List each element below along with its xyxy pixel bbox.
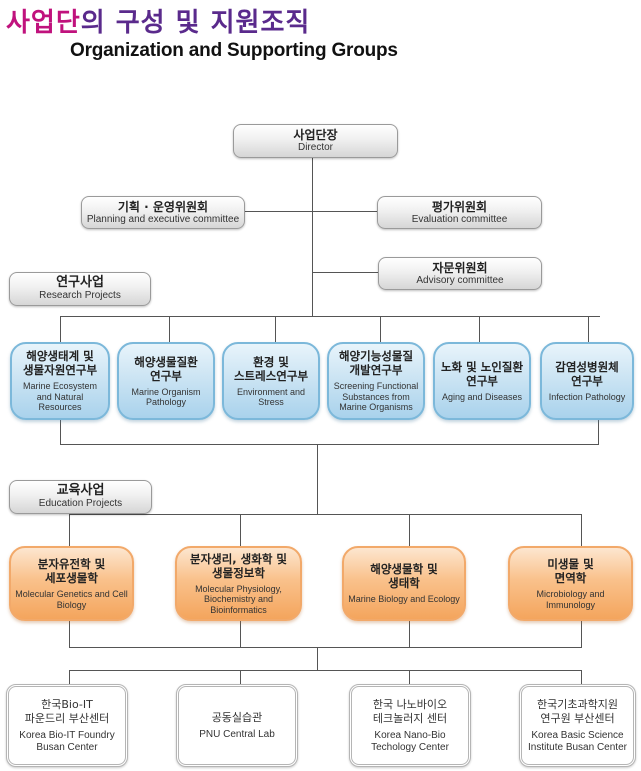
support-unit-label-en: Korea Nano-Bio Techology Center [371, 729, 449, 753]
connector-research-rise-6 [598, 420, 599, 444]
evaluation-committee-box[interactable]: 평가위원회 Evaluation committee [377, 196, 542, 229]
connector-education-drop-4 [581, 514, 582, 546]
connector-education-drop-2 [240, 514, 241, 546]
education-header-label-ko: 교육사업 [56, 483, 105, 498]
connector-research-bar [60, 316, 600, 317]
title-rest: 의 구성 및 지원조직 [80, 8, 311, 38]
connector-education-rise-2 [240, 620, 241, 647]
research-unit-label-en: Aging and Diseases [441, 391, 523, 402]
connector-support-drop-3 [409, 670, 410, 685]
page-title-english: Organization and Supporting Groups [70, 40, 398, 61]
research-unit-label-ko: 해양생태계 및 생물자원연구부 [22, 349, 98, 378]
connector-research-drop-3 [275, 316, 276, 342]
research-unit-label-en: Environment and Stress [236, 386, 306, 408]
connector-trunk-bottom [317, 647, 318, 670]
connector-education-bottom-bar [69, 647, 582, 648]
education-unit-label-ko: 해양생물학 및 생태학 [370, 562, 438, 591]
research-unit-label-ko: 해양기능성물질 개발연구부 [338, 349, 414, 378]
connector-education-drop-1 [69, 514, 70, 546]
connector-research-drop-1 [60, 316, 61, 342]
connector-committees [245, 211, 378, 212]
connector-support-drop-2 [240, 670, 241, 685]
education-unit-molecular-genetics[interactable]: 분자유전학 및 세포생물학 Molecular Genetics and Cel… [9, 546, 134, 621]
research-unit-label-en: Screening Functional Substances from Mar… [333, 381, 419, 413]
connector-education-bar [69, 514, 582, 515]
research-unit-aging-diseases[interactable]: 노화 및 노인질환 연구부 Aging and Diseases [433, 342, 531, 420]
support-unit-label-ko: 한국 나노바이오 테크놀러지 센터 [372, 697, 448, 725]
research-unit-label-en: Marine Ecosystem and Natural Resources [22, 381, 98, 413]
connector-research-drop-5 [479, 316, 480, 342]
connector-research-bottom-bar [60, 444, 599, 445]
research-unit-label-ko: 환경 및 스트레스연구부 [233, 354, 309, 383]
connector-education-rise-3 [409, 620, 410, 647]
connector-trunk-middle [317, 444, 318, 515]
research-unit-label-ko: 노화 및 노인질환 연구부 [440, 359, 524, 388]
support-unit-basic-science-institute[interactable]: 한국기초과학지원 연구원 부산센터 Korea Basic Science In… [519, 684, 636, 767]
education-projects-header[interactable]: 교육사업 Education Projects [9, 480, 152, 514]
support-unit-label-ko: 한국Bio-IT 파운드리 부산센터 [24, 697, 110, 725]
education-header-label-en: Education Projects [38, 498, 123, 509]
education-unit-molecular-physiology[interactable]: 분자생리, 생화학 및 생물정보학 Molecular Physiology, … [175, 546, 302, 621]
support-unit-pnu-central-lab[interactable]: 공동실습관 PNU Central Lab [176, 684, 298, 767]
connector-research-drop-2 [169, 316, 170, 342]
connector-education-drop-3 [409, 514, 410, 546]
research-header-label-ko: 연구사업 [56, 275, 104, 290]
research-unit-marine-ecosystem[interactable]: 해양생태계 및 생물자원연구부 Marine Ecosystem and Nat… [10, 342, 110, 420]
education-unit-marine-biology[interactable]: 해양생물학 및 생태학 Marine Biology and Ecology [342, 546, 466, 621]
connector-support-bar [69, 670, 582, 671]
education-unit-label-en: Molecular Genetics and Cell Biology [15, 589, 128, 610]
support-unit-label-en: Korea Basic Science Institute Busan Cent… [528, 729, 627, 753]
education-unit-microbiology[interactable]: 미생물 및 면역학 Microbiology and Immunology [508, 546, 633, 621]
planning-committee-label-ko: 기획 · 운영위원회 [117, 199, 209, 214]
evaluation-committee-label-en: Evaluation committee [411, 213, 508, 225]
connector-education-rise-1 [69, 620, 70, 647]
connector-support-drop-4 [581, 670, 582, 685]
research-unit-infection-pathology[interactable]: 감염성병원체 연구부 Infection Pathology [540, 342, 634, 420]
research-unit-environment-stress[interactable]: 환경 및 스트레스연구부 Environment and Stress [222, 342, 320, 420]
support-unit-bio-it-foundry[interactable]: 한국Bio-IT 파운드리 부산센터 Korea Bio-IT Foundry … [6, 684, 128, 767]
connector-support-drop-1 [69, 670, 70, 685]
research-unit-functional-substances[interactable]: 해양기능성물질 개발연구부 Screening Functional Subst… [327, 342, 425, 420]
support-unit-nano-bio-center[interactable]: 한국 나노바이오 테크놀러지 센터 Korea Nano-Bio Techolo… [349, 684, 471, 767]
research-unit-label-en: Infection Pathology [548, 391, 626, 402]
education-unit-label-en: Molecular Physiology, Biochemistry and B… [195, 583, 282, 615]
advisory-committee-box[interactable]: 자문위원회 Advisory committee [378, 257, 542, 290]
advisory-committee-label-ko: 자문위원회 [432, 260, 488, 275]
page-title-korean: 사업단의 구성 및 지원조직 [6, 2, 310, 39]
advisory-committee-label-en: Advisory committee [416, 274, 504, 286]
education-unit-label-en: Microbiology and Immunology [536, 589, 605, 610]
connector-advisory [312, 272, 378, 273]
evaluation-committee-label-ko: 평가위원회 [431, 199, 488, 214]
research-unit-label-en: Marine Organism Pathology [131, 386, 201, 408]
education-unit-label-en: Marine Biology and Ecology [348, 594, 460, 605]
connector-research-drop-6 [588, 316, 589, 342]
support-unit-label-ko: 한국기초과학지원 연구원 부산센터 [537, 697, 618, 725]
director-label-en: Director [297, 142, 333, 153]
education-unit-label-ko: 분자유전학 및 세포생물학 [37, 557, 106, 585]
connector-trunk-top [312, 157, 313, 317]
research-unit-label-ko: 해양생물질환 연구부 [134, 354, 198, 383]
support-unit-label-ko: 공동실습관 [211, 710, 263, 724]
planning-committee-label-en: Planning and executive committee [86, 213, 240, 225]
support-unit-label-en: Korea Bio-IT Foundry Busan Center [19, 729, 115, 753]
connector-education-rise-4 [581, 620, 582, 647]
research-projects-header[interactable]: 연구사업 Research Projects [9, 272, 151, 306]
title-highlight: 사업단 [6, 8, 81, 38]
education-unit-label-ko: 미생물 및 면역학 [547, 557, 594, 585]
connector-research-drop-4 [380, 316, 381, 342]
research-header-label-en: Research Projects [39, 290, 121, 301]
education-unit-label-ko: 분자생리, 생화학 및 생물정보학 [189, 551, 287, 580]
research-unit-marine-pathology[interactable]: 해양생물질환 연구부 Marine Organism Pathology [117, 342, 215, 420]
research-unit-label-ko: 감염성병원체 연구부 [555, 359, 619, 388]
director-label-ko: 사업단장 [293, 128, 338, 142]
connector-research-rise-1 [60, 420, 61, 444]
planning-committee-box[interactable]: 기획 · 운영위원회 Planning and executive commit… [81, 196, 245, 229]
director-box[interactable]: 사업단장 Director [233, 124, 398, 158]
support-unit-label-en: PNU Central Lab [199, 728, 275, 740]
